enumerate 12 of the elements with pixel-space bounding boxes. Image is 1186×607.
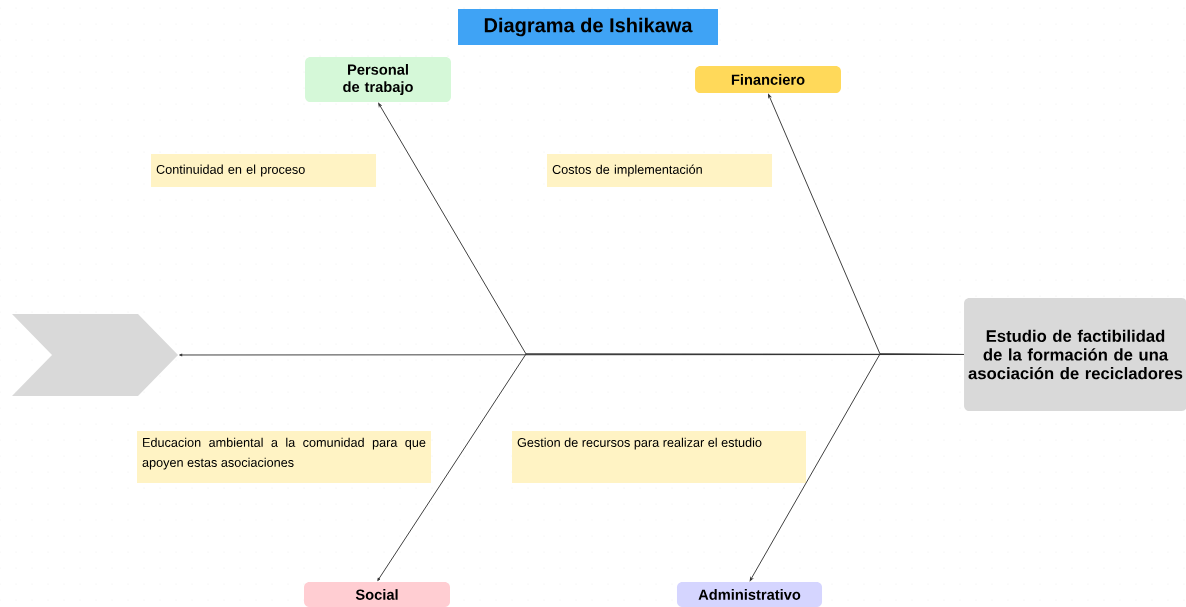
category-box: Social	[304, 581, 450, 607]
cause-note: Costos de implementación	[546, 153, 773, 188]
arrow	[749, 353, 965, 582]
cause-note: Gestion de recursos para realizar el estudio	[512, 431, 806, 483]
category-box: Administrativo	[676, 581, 823, 607]
cause-note: Continuidad en el proceso	[151, 153, 377, 188]
chevron-shape	[12, 314, 178, 396]
category-box: Personal de trabajo	[305, 56, 451, 103]
title-banner: Diagrama de Ishikawa	[458, 9, 718, 45]
effect-box: Estudio de factibilidad de la formación de una asociación de recicladores	[964, 297, 1186, 412]
cause-note: Educacion ambiental a la comunidad para que apoyen estas asociaciones	[137, 431, 431, 483]
category-box: Financiero	[695, 66, 841, 93]
